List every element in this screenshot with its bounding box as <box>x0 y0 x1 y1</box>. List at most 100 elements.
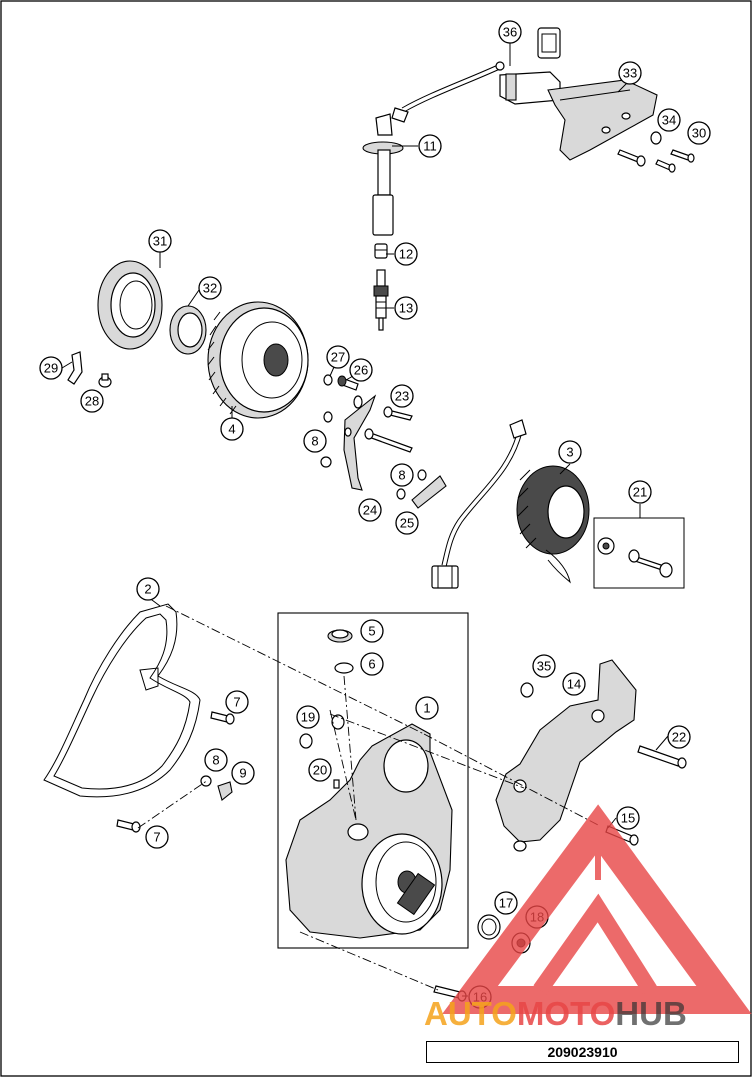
stator-hardware-box <box>593 517 685 589</box>
callout-28: 28 <box>80 389 104 413</box>
callout-20: 20 <box>308 758 332 782</box>
callout-9: 9 <box>231 761 255 785</box>
callout-14: 14 <box>562 672 586 696</box>
callout-23: 23 <box>390 384 414 408</box>
callout-35: 35 <box>532 654 556 678</box>
watermark-hub: HUB <box>615 995 687 1032</box>
callout-label-31: 31 <box>153 234 167 249</box>
svg-text:AUTOMOTOHUB: AUTOMOTOHUB <box>424 995 687 1032</box>
screw-22 <box>637 745 687 769</box>
callout-label-30: 30 <box>692 126 706 141</box>
gasket <box>43 603 201 798</box>
callout-label-8c: 8 <box>212 753 219 768</box>
callout-label-23: 23 <box>395 389 409 404</box>
callout-label-5: 5 <box>368 624 375 639</box>
callout-label-14: 14 <box>567 677 581 692</box>
coil-bracket <box>547 79 658 161</box>
callout-label-36: 36 <box>503 25 517 40</box>
ignition-coil <box>401 27 561 113</box>
ignition-cover-group-box <box>277 612 469 949</box>
callout-label-29: 29 <box>44 361 58 376</box>
callout-label-9: 9 <box>239 766 246 781</box>
spark-plug-cap <box>374 243 388 259</box>
spark-plug <box>373 269 389 331</box>
bushing-35 <box>520 682 534 698</box>
callout-22: 22 <box>667 725 691 749</box>
pulse-guide-25 <box>396 469 447 509</box>
callout-33: 33 <box>618 61 642 85</box>
coil-bolts <box>617 131 695 173</box>
callout-label-6: 6 <box>368 657 375 672</box>
o-ring-6 <box>334 662 354 674</box>
callout-15: 15 <box>616 806 640 830</box>
callout-label-35: 35 <box>537 659 551 674</box>
flywheel-cover-plate <box>97 260 163 350</box>
flywheel-rotor <box>207 301 309 419</box>
stator-wiring <box>431 419 571 589</box>
callout-6: 6 <box>360 652 384 676</box>
callout-27: 27 <box>326 345 350 369</box>
part-number-box: 209023910 <box>426 1041 739 1063</box>
callout-25: 25 <box>395 511 419 535</box>
callout-label-21: 21 <box>633 485 647 500</box>
callout-7b: 7 <box>145 825 169 849</box>
callout-13: 13 <box>394 296 418 320</box>
callout-8a: 8 <box>303 429 327 453</box>
callout-label-28: 28 <box>85 394 99 409</box>
callout-label-34: 34 <box>662 113 676 128</box>
callout-29: 29 <box>39 356 63 380</box>
callout-label-26: 26 <box>354 363 368 378</box>
callout-label-4: 4 <box>228 422 235 437</box>
screw-7-top <box>210 711 235 725</box>
callout-label-8b: 8 <box>398 468 405 483</box>
callout-7a: 7 <box>225 690 249 714</box>
callout-label-20: 20 <box>313 763 327 778</box>
callout-label-17: 17 <box>499 896 513 911</box>
assembly-lines <box>137 605 601 991</box>
callout-11: 11 <box>418 134 442 158</box>
callout-8b: 8 <box>390 463 414 487</box>
callout-label-8a: 8 <box>311 434 318 449</box>
callout-12: 12 <box>394 242 418 266</box>
watermark-logo <box>442 804 752 1014</box>
callout-8c: 8 <box>204 748 228 772</box>
callout-label-32: 32 <box>203 281 217 296</box>
nut-8-and-clip-9 <box>200 775 233 801</box>
callout-label-24: 24 <box>363 503 377 518</box>
ignition-cover <box>285 723 453 939</box>
callout-label-15: 15 <box>621 811 635 826</box>
stator <box>516 465 590 555</box>
seal-ring <box>169 305 207 355</box>
spark-plug-connector <box>362 107 409 236</box>
watermark-text: AUTOMOTOHUB <box>424 995 687 1032</box>
callout-label-33: 33 <box>623 66 637 81</box>
callout-34: 34 <box>657 108 681 132</box>
watermark-auto: AUTO <box>424 995 517 1032</box>
callout-label-19: 19 <box>301 710 315 725</box>
callout-label-25: 25 <box>400 516 414 531</box>
callout-19: 19 <box>296 705 320 729</box>
oil-plug-cap <box>327 629 353 643</box>
callout-26: 26 <box>349 358 373 382</box>
callout-31: 31 <box>148 229 172 253</box>
callout-24: 24 <box>358 498 382 522</box>
clip-and-screw <box>67 351 112 388</box>
callout-2: 2 <box>136 577 160 601</box>
pulse-guide-24 <box>343 394 377 491</box>
callout-label-11: 11 <box>423 139 437 154</box>
watermark-moto: MOTO <box>517 995 615 1032</box>
callout-label-13: 13 <box>399 301 413 316</box>
screw-7-bottom <box>116 819 141 833</box>
rotor-screw <box>323 374 359 391</box>
callout-5: 5 <box>360 619 384 643</box>
bushings-19-20 <box>299 714 345 789</box>
callout-label-22: 22 <box>672 730 686 745</box>
callout-30: 30 <box>687 121 711 145</box>
callout-36: 36 <box>498 20 522 44</box>
callout-label-7b: 7 <box>153 830 160 845</box>
screws-23 <box>320 406 413 468</box>
callout-4: 4 <box>220 417 244 441</box>
callout-label-7a: 7 <box>233 695 240 710</box>
